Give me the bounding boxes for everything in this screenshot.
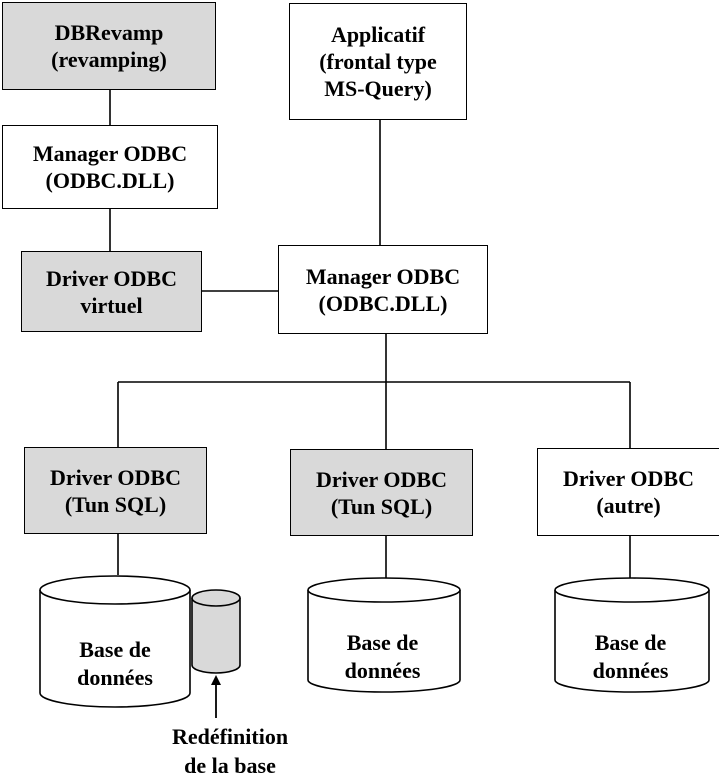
database-2-label: Base de données xyxy=(305,629,460,685)
redefinition-caption: Redéfinition de la base xyxy=(140,722,320,780)
applicatif-line-3: MS-Query) xyxy=(324,76,432,101)
manager-left-line-2: (ODBC.DLL) xyxy=(45,168,175,193)
applicatif-line-2: (frontal type xyxy=(319,49,437,74)
applicatif-box: Applicatif (frontal type MS-Query) xyxy=(289,3,467,120)
driver-1-line-1: Driver ODBC xyxy=(50,464,181,490)
database-3-line-2: données xyxy=(592,658,669,683)
database-1-line-1: Base de xyxy=(79,637,151,662)
driver-3-line-1: Driver ODBC xyxy=(563,466,694,491)
database-2-line-2: données xyxy=(344,658,421,683)
driver-2-line-1: Driver ODBC xyxy=(316,466,447,492)
driver-odbc-virtuel-box: Driver ODBC virtuel xyxy=(21,251,202,332)
manager-center-line-1: Manager ODBC xyxy=(305,263,461,289)
driver-virtuel-line-1: Driver ODBC xyxy=(46,265,177,291)
database-2-line-1: Base de xyxy=(346,630,419,655)
manager-odbc-left-box: Manager ODBC (ODBC.DLL) xyxy=(2,125,218,209)
database-cylinder-3 xyxy=(554,577,710,693)
redefinition-line-2: de la base xyxy=(184,753,276,778)
redefinition-cylinder xyxy=(191,589,241,674)
manager-center-line-2: (ODBC.DLL) xyxy=(318,290,448,316)
dbrevamp-box: DBRevamp (revamping) xyxy=(2,2,216,90)
driver-odbc-autre-box: Driver ODBC (autre) xyxy=(537,448,719,536)
driver-2-line-2: (Tun SQL) xyxy=(330,493,433,519)
manager-left-line-1: Manager ODBC xyxy=(32,141,188,166)
dbrevamp-line-1: DBRevamp xyxy=(54,20,164,45)
database-cylinder-2 xyxy=(307,577,461,693)
database-1-line-2: données xyxy=(77,665,153,690)
database-3-line-1: Base de xyxy=(594,630,667,655)
database-1-label: Base de données xyxy=(40,636,190,692)
driver-3-line-2: (autre) xyxy=(596,493,661,518)
database-3-label: Base de données xyxy=(553,629,708,685)
applicatif-line-1: Applicatif xyxy=(330,22,426,47)
driver-odbc-tun-sql-2-box: Driver ODBC (Tun SQL) xyxy=(290,449,473,536)
database-cylinder-1 xyxy=(39,575,191,708)
dbrevamp-line-2: (revamping) xyxy=(51,47,167,72)
redefinition-line-1: Redéfinition xyxy=(171,724,289,749)
driver-1-line-2: (Tun SQL) xyxy=(64,491,167,517)
manager-odbc-center-box: Manager ODBC (ODBC.DLL) xyxy=(278,245,488,334)
driver-virtuel-line-2: virtuel xyxy=(80,292,143,318)
driver-odbc-tun-sql-1-box: Driver ODBC (Tun SQL) xyxy=(24,447,207,534)
